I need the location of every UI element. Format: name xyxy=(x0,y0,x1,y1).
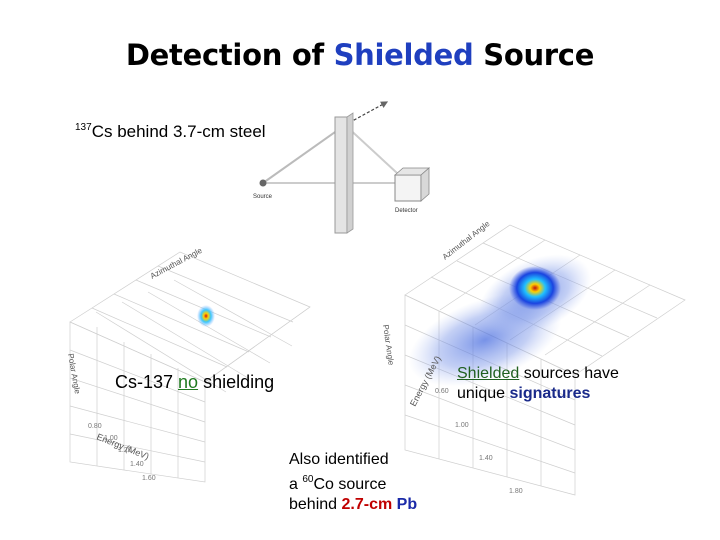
right-energy-tick: 0.60 xyxy=(435,388,449,395)
right-axis-polar: Polar Angle xyxy=(381,324,396,366)
right-caption-line1: sources have xyxy=(519,365,619,382)
left-caption-prefix: Cs-137 xyxy=(115,372,179,392)
top-caption-text: Cs behind 3.7-cm steel xyxy=(91,122,266,141)
lead-symbol: Pb xyxy=(396,496,418,513)
right-energy-tick: 1.80 xyxy=(509,488,523,495)
steel-plate xyxy=(334,116,348,234)
lead-thickness: 2.7-cm xyxy=(341,496,393,513)
right-energy-tick: 1.40 xyxy=(479,455,493,462)
title-part1: Detection of xyxy=(125,38,334,72)
source-marker xyxy=(259,179,267,187)
top-caption: 137Cs behind 3.7-cm steel xyxy=(75,118,266,142)
detector-box xyxy=(394,174,422,202)
left-caption: Cs-137 no shielding xyxy=(115,372,274,392)
source-label: Source xyxy=(253,194,273,200)
bottom-line2-rest: Co source xyxy=(313,476,387,493)
left-axis-polar: Polar Angle xyxy=(66,353,82,395)
left-energy-ticks: 0.80 1.00 1.20 1.40 1.60 xyxy=(88,423,156,482)
left-axis-azimuthal: Azimuthal Angle xyxy=(149,246,204,281)
left-caption-no: no xyxy=(178,372,199,392)
bottom-line1: Also identified xyxy=(289,451,389,468)
slide-title: Detection of Shielded Source xyxy=(0,38,720,72)
right-energy-tick: 1.00 xyxy=(455,422,469,429)
co60-superscript: 60 xyxy=(302,474,314,485)
right-caption-shielded: Shielded xyxy=(457,365,520,382)
bottom-line3-prefix: behind xyxy=(289,496,342,513)
right-axis-azimuthal: Azimuthal Angle xyxy=(441,219,492,262)
right-3d-plot: Azimuthal Angle Polar Angle Energy (MeV)… xyxy=(381,219,686,496)
title-part3: Source xyxy=(473,38,595,72)
right-energy-ticks: 0.60 1.00 1.40 1.80 xyxy=(435,388,523,495)
detector-label: Detector xyxy=(395,208,418,214)
title-shielded: Shielded xyxy=(333,38,474,72)
cs137-peak-spot xyxy=(197,305,215,327)
left-energy-tick: 0.80 xyxy=(88,423,102,430)
left-caption-suffix: shielding xyxy=(198,372,275,392)
bottom-line2-prefix: a xyxy=(289,476,303,493)
left-energy-tick: 1.40 xyxy=(130,461,144,468)
shielded-peak-spot xyxy=(509,266,561,310)
right-caption-signatures: signatures xyxy=(509,385,591,402)
left-energy-tick: 1.60 xyxy=(142,475,156,482)
right-caption: Shielded sources have unique signatures xyxy=(457,364,619,404)
left-energy-tick: 1.00 xyxy=(104,435,118,442)
right-caption-line2: unique xyxy=(457,385,510,402)
left-3d-plot: Azimuthal Angle Polar Angle Energy (MeV)… xyxy=(66,246,311,483)
setup-diagram: Source Detector xyxy=(253,101,431,234)
left-energy-tick: 1.20 xyxy=(118,447,132,454)
bottom-caption: Also identified a 60Co source behind 2.7… xyxy=(289,450,417,515)
isotope-superscript: 137 xyxy=(75,122,92,133)
